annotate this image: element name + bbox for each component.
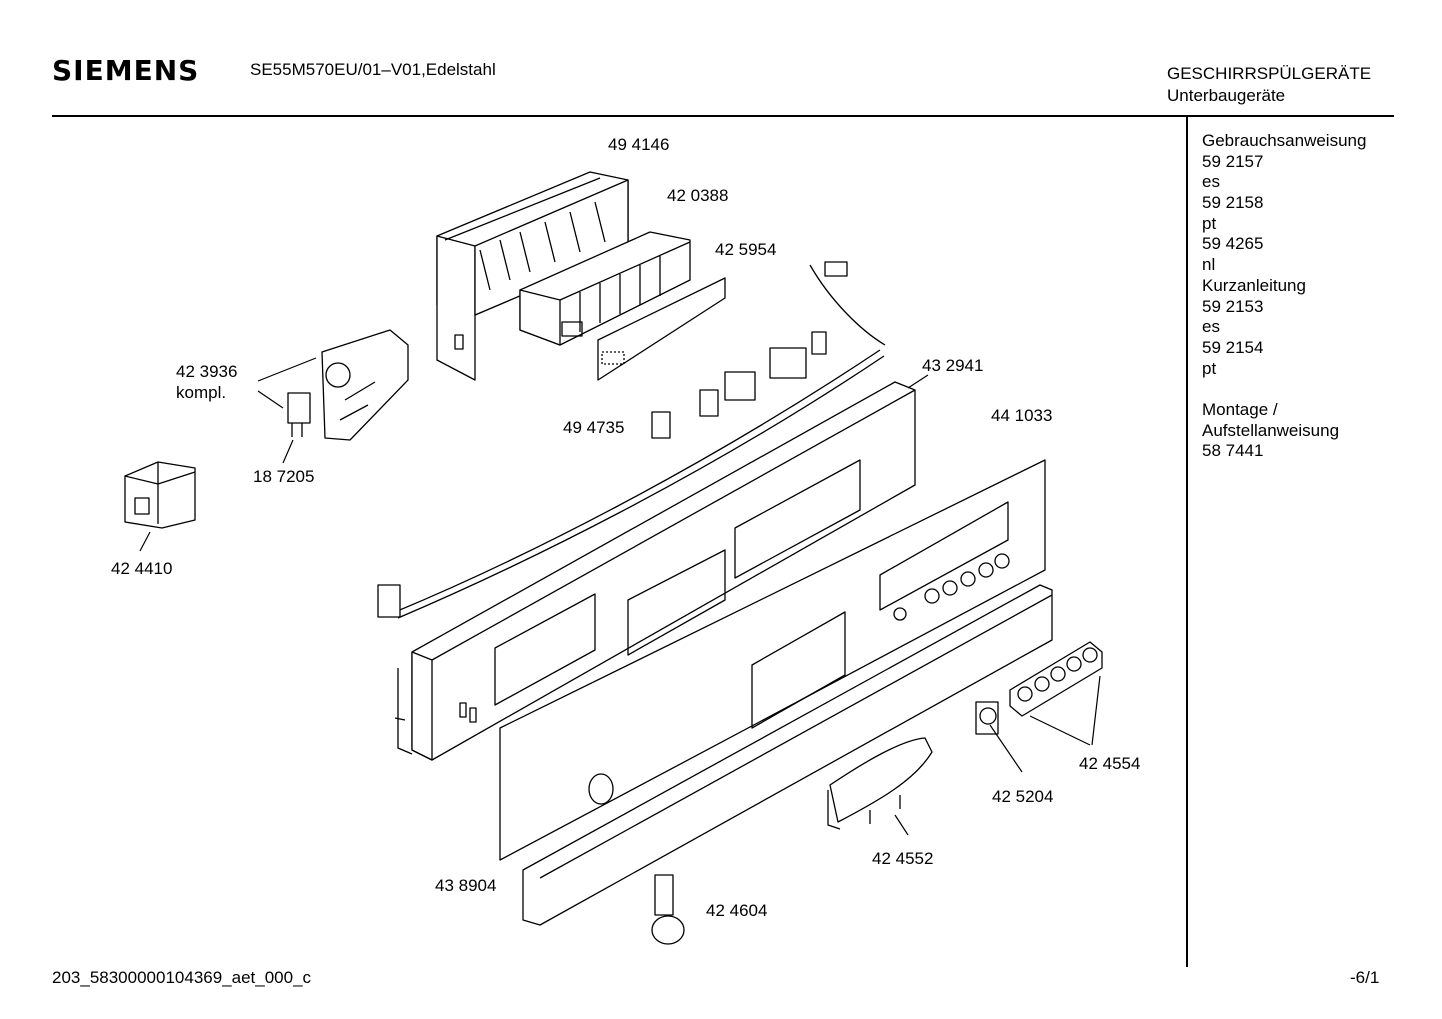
doc-line: Kurzanleitung <box>1202 275 1306 295</box>
documentation-list: Gebrauchsanweisung 59 2157 es 59 2158 pt… <box>1202 131 1366 462</box>
category-title: GESCHIRRSPÜLGERÄTE <box>1167 64 1372 83</box>
doc-line: pt <box>1202 213 1217 233</box>
part-label-424410: 42 4410 <box>111 559 173 578</box>
part-label-432941: 43 2941 <box>922 356 984 375</box>
doc-line: 58 7441 <box>1202 441 1264 461</box>
key-switch-strip <box>1009 641 1103 717</box>
control-module-housing <box>436 171 629 381</box>
part-label-424604: 42 4604 <box>706 901 768 920</box>
doc-line: 59 2153 <box>1202 296 1264 316</box>
part-label-425204: 42 5204 <box>992 787 1054 806</box>
relay-board <box>519 231 691 346</box>
doc-line: Gebrauchsanweisung <box>1202 131 1367 150</box>
brand-logo: SIEMENS <box>52 54 200 87</box>
control-frame <box>394 381 916 761</box>
doc-line: Aufstellanweisung <box>1202 420 1340 440</box>
pressure-switch <box>124 461 196 529</box>
part-label-494735: 49 4735 <box>563 418 625 437</box>
category-subtitle: Unterbaugeräte <box>1167 86 1286 105</box>
document-id: 203_58300000104369_aet_000_c <box>52 968 312 987</box>
small-relay <box>287 392 311 437</box>
part-label-187205: 18 7205 <box>253 467 315 486</box>
model-number: SE55M570EU/01–V01,Edelstahl <box>250 60 496 79</box>
bottom-strip <box>522 584 1053 926</box>
part-label-441033: 44 1033 <box>991 406 1053 425</box>
part-label-424552: 42 4552 <box>872 849 934 868</box>
leader-lines <box>139 357 1101 836</box>
selector-knob <box>651 874 685 945</box>
doc-line: nl <box>1202 255 1216 275</box>
display-film <box>597 277 726 381</box>
part-label-423936: 42 3936 <box>176 362 238 381</box>
door-handle <box>827 737 933 830</box>
part-label-420388: 42 0388 <box>667 186 729 205</box>
part-label-424554: 42 4554 <box>1079 754 1141 773</box>
cable-harness <box>377 261 886 619</box>
header-rule <box>52 115 1394 117</box>
doc-line: 59 2154 <box>1202 337 1264 357</box>
part-label-425954: 42 5954 <box>715 240 777 259</box>
doc-line: 59 2157 <box>1202 151 1264 171</box>
part-label-423936-note: kompl. <box>176 383 227 402</box>
single-key-switch <box>975 701 999 735</box>
doc-line: pt <box>1202 358 1217 378</box>
part-label-494146: 49 4146 <box>608 135 670 154</box>
doc-line: es <box>1202 172 1220 192</box>
page-number: -6/1 <box>1350 968 1380 987</box>
doc-line: Montage / <box>1202 399 1278 419</box>
doc-line: 59 4265 <box>1202 234 1264 254</box>
doc-line: 59 2158 <box>1202 193 1264 213</box>
doc-line: es <box>1202 317 1220 337</box>
sidebar-rule <box>1186 117 1188 967</box>
control-panel-fascia <box>499 459 1046 861</box>
category-block: GESCHIRRSPÜLGERÄTE Unterbaugeräte <box>1167 63 1371 107</box>
switch-assembly <box>321 329 409 441</box>
part-label-438904: 43 8904 <box>435 876 497 895</box>
